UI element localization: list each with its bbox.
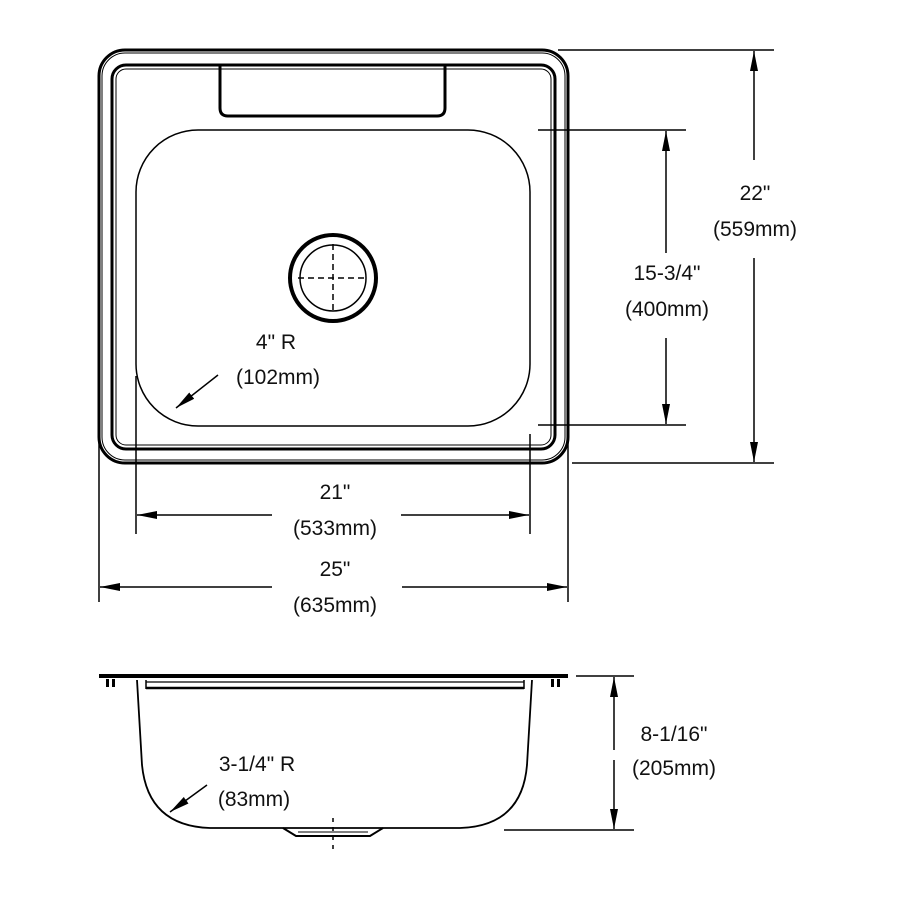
bowl-width-metric-label: (533mm) (293, 517, 377, 540)
side-bowl-profile (136, 679, 533, 829)
bowl-depth-metric-label: (205mm) (632, 757, 716, 780)
mounting-clip-left (106, 679, 115, 687)
bottom-radius-label: 3-1/4" R (219, 753, 295, 776)
sink-outer-rim-inner-line (101, 52, 566, 461)
overall-height-label: 22" (740, 182, 771, 205)
corner-radius-label: 4" R (256, 331, 296, 354)
corner-radius-metric-label: (102mm) (236, 366, 320, 389)
bottom-radius-leader-arrow (169, 784, 208, 813)
overall-height-metric-label: (559mm) (713, 218, 797, 241)
sink-deck-edge (110, 63, 557, 451)
top-view: 4" R (102mm) 15-3/4" (400mm) 22" (559mm)… (97, 48, 797, 617)
drain-outer-ring (288, 233, 378, 323)
sink-deck-edge-inner-line (115, 68, 552, 446)
bowl-width-label: 21" (320, 481, 351, 504)
bottom-radius-metric-label: (83mm) (218, 788, 290, 811)
bowl-length-metric-label: (400mm) (625, 298, 709, 321)
faucet-ledge (218, 66, 447, 118)
side-view: 3-1/4" R (83mm) 8-1/16" (205mm) (99, 674, 716, 850)
overall-width-label: 25" (320, 558, 351, 581)
bowl-depth-label: 8-1/16" (641, 723, 708, 746)
mounting-clip-right (551, 679, 560, 687)
sink-outer-rim (97, 48, 570, 465)
corner-radius-leader-arrow (175, 374, 219, 409)
overall-width-metric-label: (635mm) (293, 594, 377, 617)
bowl-length-label: 15-3/4" (634, 262, 701, 285)
bowl-outline (135, 129, 531, 427)
